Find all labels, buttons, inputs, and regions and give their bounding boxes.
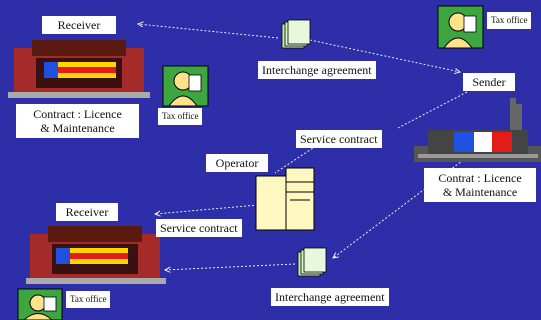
connector-lines [138,24,471,270]
document-stack-icon [297,247,327,277]
sender-label: Sender [463,73,515,91]
tax-office-label: Tax office [158,108,203,125]
interchange-agreement-top-label: Interchange agreement [258,61,376,79]
interchange-agreement-bottom-label: Interchange agreement [271,288,389,306]
line-service-operator [274,145,317,174]
contrat-right-line2: & Maintenance [442,185,518,199]
arrow-to-receiver-top [138,24,279,39]
contract-left-line2: & Maintenance [40,121,115,135]
document-stack-icon [281,19,311,49]
tax-office-label: Tax office [487,12,532,29]
contract-left-line1: Contract : Licence [33,107,122,121]
arrow-operator-receiver [155,204,259,214]
operator-label: Operator [206,154,268,172]
arrow-to-sender [309,39,460,72]
contrat-right-line1: Contrat : Licence [438,171,522,185]
tax-officer-icon [17,288,63,320]
contract-left-label: Contract : Licence & Maintenance [16,104,139,138]
arrow-to-receiver-bottom [165,263,296,270]
receiver-top-label: Receiver [42,16,116,34]
tax-office-label: Tax office [66,291,111,308]
receiver-bottom-label: Receiver [56,203,118,221]
service-contract-upper-label: Service contract [296,130,382,148]
building-icon [26,226,166,284]
contrat-right-label: Contrat : Licence & Maintenance [424,168,536,202]
tax-officer-icon [437,5,484,49]
factory-icon [414,98,541,162]
tax-officer-icon [162,65,209,107]
service-contract-lower-label: Service contract [156,219,242,237]
computer-terminal-icon [255,167,315,231]
building-icon [8,40,150,98]
line-sender-service [397,91,468,129]
